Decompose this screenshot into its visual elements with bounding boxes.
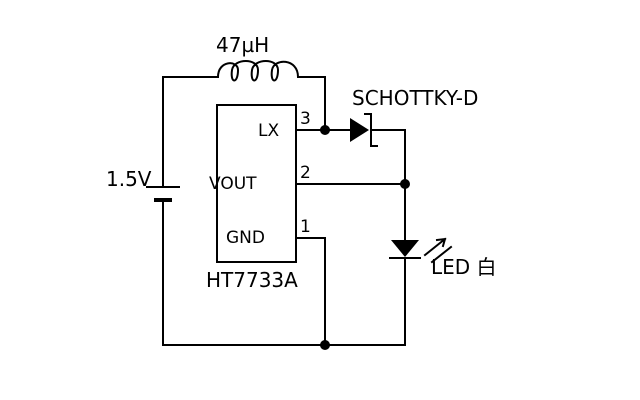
led: LED 白: [389, 183, 497, 279]
ic-pin-label-vout: VOUT: [209, 174, 257, 194]
ic-pin-label-lx: LX: [258, 121, 279, 141]
wire-inductor-lx: [297, 76, 326, 131]
ic-pin-number-1: 1: [300, 217, 311, 237]
wires: [162, 76, 406, 346]
led-triangle: [391, 240, 419, 257]
inductor-label: 47µH: [216, 33, 269, 57]
junctions: [320, 125, 410, 350]
junction-lx: [320, 125, 330, 135]
ic-pin-number-2: 2: [300, 163, 311, 183]
ic-name: HT7733A: [206, 268, 298, 292]
schottky-diode: SCHOTTKY-D: [350, 86, 478, 147]
schottky-diode-label: SCHOTTKY-D: [352, 86, 478, 110]
junction-gnd: [320, 340, 330, 350]
battery-label: 1.5V: [106, 167, 152, 191]
inductor: 47µH: [216, 33, 300, 82]
ic-body: [216, 104, 297, 263]
led-label: LED 白: [431, 255, 497, 279]
ic-pin-label-gnd: GND: [226, 228, 265, 248]
ic-pin-number-3: 3: [300, 109, 311, 129]
led-light-arrow: [423, 237, 453, 264]
ic-ht7733a: LX VOUT GND 3 2 1 HT7733A: [206, 104, 311, 292]
inductor-coil: [216, 60, 300, 82]
wire-battery-top: [162, 76, 219, 186]
battery: 1.5V: [106, 167, 180, 202]
wire-gnd: [295, 237, 326, 346]
schottky-diode-cathode-bar: [364, 113, 378, 147]
schottky-diode-triangle: [350, 118, 369, 142]
